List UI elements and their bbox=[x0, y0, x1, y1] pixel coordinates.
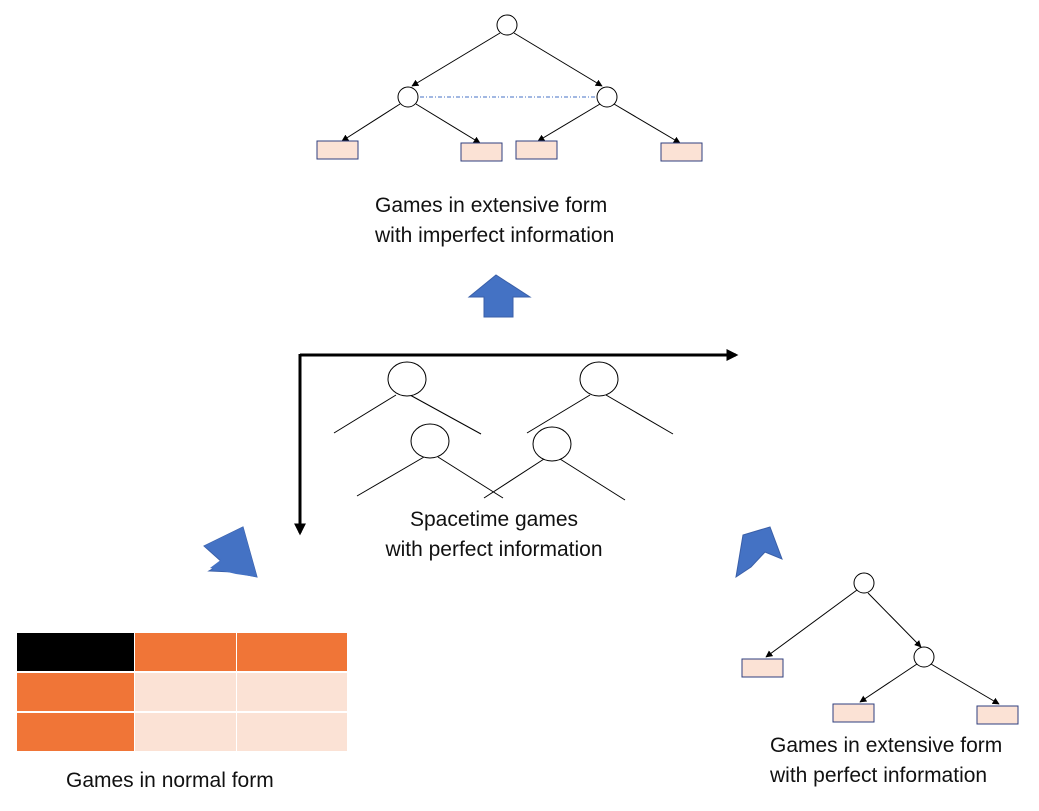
leaf-payoff-box bbox=[976, 705, 1019, 725]
extensive-perfect-tree bbox=[741, 572, 1019, 725]
leaf-payoff-box bbox=[460, 142, 503, 162]
caption-line: with perfect information bbox=[385, 538, 603, 561]
extensive-imperfect-tree bbox=[316, 14, 703, 162]
caption-line: Games in normal form bbox=[66, 769, 274, 792]
diagonal-arrow-icon-right bbox=[735, 526, 783, 579]
leaf-payoff-box bbox=[660, 142, 703, 162]
decision-node bbox=[913, 646, 935, 668]
normal-form-table bbox=[17, 633, 347, 751]
caption-line: with imperfect information bbox=[375, 224, 615, 247]
decision-node bbox=[596, 86, 618, 108]
caption-line: Games in extensive form bbox=[770, 734, 1003, 757]
leaf-payoff-box bbox=[515, 140, 558, 160]
caption-line: Spacetime games bbox=[409, 508, 579, 531]
root-node bbox=[496, 14, 518, 36]
spacetime-node bbox=[387, 361, 427, 397]
up-arrow-icon bbox=[467, 274, 532, 318]
root-node bbox=[853, 572, 875, 594]
diagonal-arrow-icon-left-body bbox=[204, 527, 257, 577]
caption-normal-form: Games in normal form bbox=[66, 766, 274, 796]
decision-node bbox=[397, 86, 419, 108]
spacetime-node bbox=[532, 426, 572, 462]
leaf-payoff-box bbox=[316, 140, 359, 160]
spacetime-node bbox=[410, 423, 450, 459]
caption-spacetime: Spacetime games with perfect information bbox=[372, 505, 616, 565]
leaf-payoff-box bbox=[741, 658, 784, 678]
leaf-payoff-box bbox=[832, 703, 875, 723]
spacetime-trees bbox=[333, 361, 674, 501]
caption-extensive-perfect: Games in extensive form with perfect inf… bbox=[770, 731, 1002, 791]
caption-line: Games in extensive form bbox=[375, 194, 608, 217]
caption-extensive-imperfect: Games in extensive form with imperfect i… bbox=[375, 191, 614, 251]
spacetime-node bbox=[579, 361, 619, 397]
caption-line: with perfect information bbox=[770, 764, 988, 787]
spacetime-axes bbox=[294, 349, 739, 536]
